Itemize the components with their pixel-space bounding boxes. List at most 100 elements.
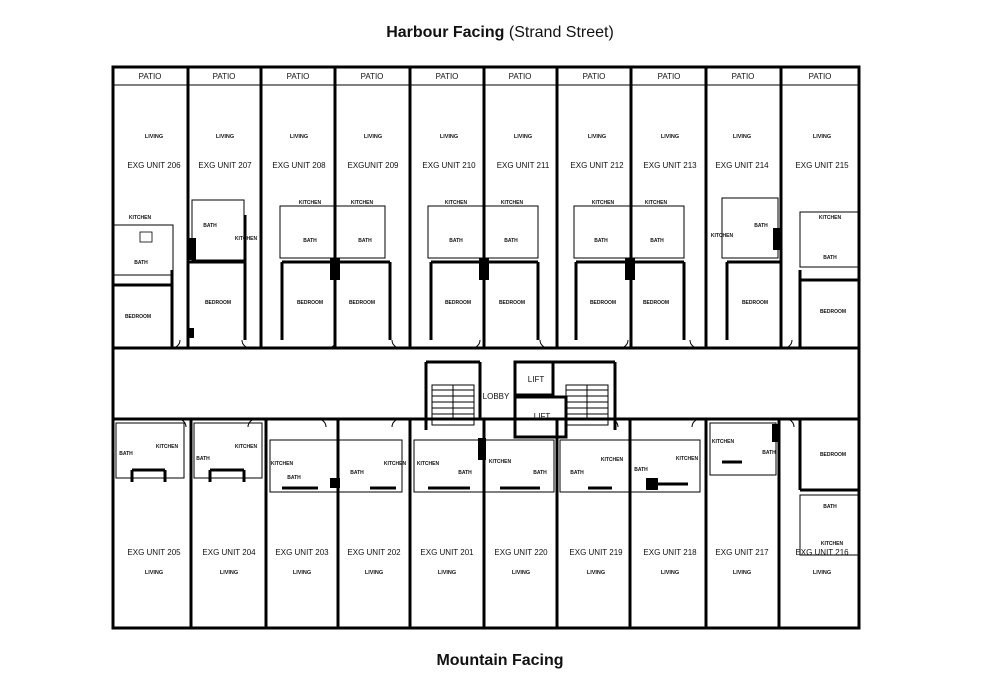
living-label: LIVING xyxy=(813,134,831,140)
bath-label: BATH xyxy=(303,238,317,244)
kitchen-label: KITCHEN xyxy=(417,461,440,467)
kitchen-label: KITCHEN xyxy=(445,200,468,206)
living-label: LIVING xyxy=(514,134,532,140)
bath-label: BATH xyxy=(196,456,210,462)
patio-label: PATIO xyxy=(732,72,755,81)
kitchen-label: KITCHEN xyxy=(271,461,294,467)
kitchen-label: KITCHEN xyxy=(384,461,407,467)
patio-label: PATIO xyxy=(658,72,681,81)
patio-label: PATIO xyxy=(139,72,162,81)
living-label: LIVING xyxy=(733,134,751,140)
bath-label: BATH xyxy=(823,504,837,510)
living-label: LIVING xyxy=(661,134,679,140)
living-label: LIVING xyxy=(145,570,163,576)
kitchen-label: KITCHEN xyxy=(235,236,258,242)
unit-label: EXG UNIT 213 xyxy=(643,161,697,170)
stair-left xyxy=(431,384,475,426)
unit-label: EXG UNIT 218 xyxy=(643,548,697,557)
lobby-label: LOBBY xyxy=(483,392,510,401)
bath-label: BATH xyxy=(634,467,648,473)
kitchen-label: KITCHEN xyxy=(676,456,699,462)
living-label: LIVING xyxy=(216,134,234,140)
bath-label: BATH xyxy=(504,238,518,244)
stair-right xyxy=(565,384,609,426)
bath-label: BATH xyxy=(823,255,837,261)
patio-label: PATIO xyxy=(509,72,532,81)
plan-title-bold: Harbour Facing xyxy=(386,24,505,41)
kitchen-label: KITCHEN xyxy=(299,200,322,206)
kitchen-label: KITCHEN xyxy=(156,444,179,450)
plan-title: Harbour Facing (Strand Street) xyxy=(0,24,1000,42)
living-label: LIVING xyxy=(813,570,831,576)
kitchen-label: KITCHEN xyxy=(351,200,374,206)
bath-label: BATH xyxy=(594,238,608,244)
living-label: LIVING xyxy=(438,570,456,576)
kitchen-label: KITCHEN xyxy=(711,233,734,239)
bath-label: BATH xyxy=(134,260,148,266)
bath-label: BATH xyxy=(570,470,584,476)
core-block xyxy=(424,360,617,439)
kitchen-label: KITCHEN xyxy=(489,459,512,465)
living-label: LIVING xyxy=(587,570,605,576)
plan-footer-title: Mountain Facing xyxy=(0,652,1000,670)
unit-label: EXG UNIT 220 xyxy=(494,548,548,557)
unit-label: EXG UNIT 203 xyxy=(275,548,329,557)
kitchen-label: KITCHEN xyxy=(821,541,844,547)
living-label: LIVING xyxy=(364,134,382,140)
unit-label: EXG UNIT 210 xyxy=(422,161,476,170)
bedroom-label: BEDROOM xyxy=(125,314,151,320)
unit-label: EXG UNIT 205 xyxy=(127,548,181,557)
unit-label: EXG UNIT 206 xyxy=(127,161,181,170)
patio-label: PATIO xyxy=(583,72,606,81)
unit-label: EXG UNIT 201 xyxy=(420,548,474,557)
living-label: LIVING xyxy=(365,570,383,576)
unit-label: EXG UNIT 208 xyxy=(272,161,326,170)
kitchen-label: KITCHEN xyxy=(592,200,615,206)
bath-label: BATH xyxy=(449,238,463,244)
bath-label: BATH xyxy=(650,238,664,244)
living-label: LIVING xyxy=(733,570,751,576)
kitchen-label: KITCHEN xyxy=(601,457,624,463)
kitchen-label: KITCHEN xyxy=(501,200,524,206)
bottom-unit-interiors xyxy=(115,419,860,556)
bath-label: BATH xyxy=(203,223,217,229)
corridor-doors xyxy=(171,339,795,428)
bedroom-label: BEDROOM xyxy=(742,300,768,306)
patio-label: PATIO xyxy=(809,72,832,81)
living-label: LIVING xyxy=(440,134,458,140)
bottom-party-walls xyxy=(189,419,781,628)
bedroom-label: BEDROOM xyxy=(643,300,669,306)
plan-title-rest: (Strand Street) xyxy=(508,24,614,41)
living-label: LIVING xyxy=(512,570,530,576)
unit-label: EXGUNIT 209 xyxy=(348,161,400,170)
plan-footer-text: Mountain Facing xyxy=(436,652,564,669)
unit-label: EXG UNIT 217 xyxy=(715,548,769,557)
unit-label: EXG UNIT 216 xyxy=(795,548,849,557)
room-labels: PATIO LIVING EXG UNIT 206 PATIO LIVING EXG UN… xyxy=(119,72,849,576)
bedroom-label: BEDROOM xyxy=(297,300,323,306)
living-label: LIVING xyxy=(145,134,163,140)
bedroom-label: BEDROOM xyxy=(590,300,616,306)
living-label: LIVING xyxy=(220,570,238,576)
unit-label: EXG UNIT 212 xyxy=(570,161,624,170)
unit-label: EXG UNIT 219 xyxy=(569,548,623,557)
kitchen-label: KITCHEN xyxy=(235,444,258,450)
bath-label: BATH xyxy=(287,475,301,481)
kitchen-label: KITCHEN xyxy=(819,215,842,221)
unit-label: EXG UNIT 211 xyxy=(497,161,550,170)
bedroom-label: BEDROOM xyxy=(349,300,375,306)
patio-label: PATIO xyxy=(213,72,236,81)
kitchen-label: KITCHEN xyxy=(129,215,152,221)
unit-label: EXG UNIT 202 xyxy=(347,548,401,557)
bath-label: BATH xyxy=(754,223,768,229)
lift-label: LIFT xyxy=(528,375,545,384)
kitchen-label: KITCHEN xyxy=(712,439,735,445)
bedroom-label: BEDROOM xyxy=(205,300,231,306)
kitchen-label: KITCHEN xyxy=(645,200,668,206)
top-party-walls xyxy=(186,67,783,348)
bath-label: BATH xyxy=(762,450,776,456)
bath-label: BATH xyxy=(533,470,547,476)
unit-label: EXG UNIT 215 xyxy=(795,161,849,170)
living-label: LIVING xyxy=(588,134,606,140)
unit-label: EXG UNIT 204 xyxy=(202,548,256,557)
